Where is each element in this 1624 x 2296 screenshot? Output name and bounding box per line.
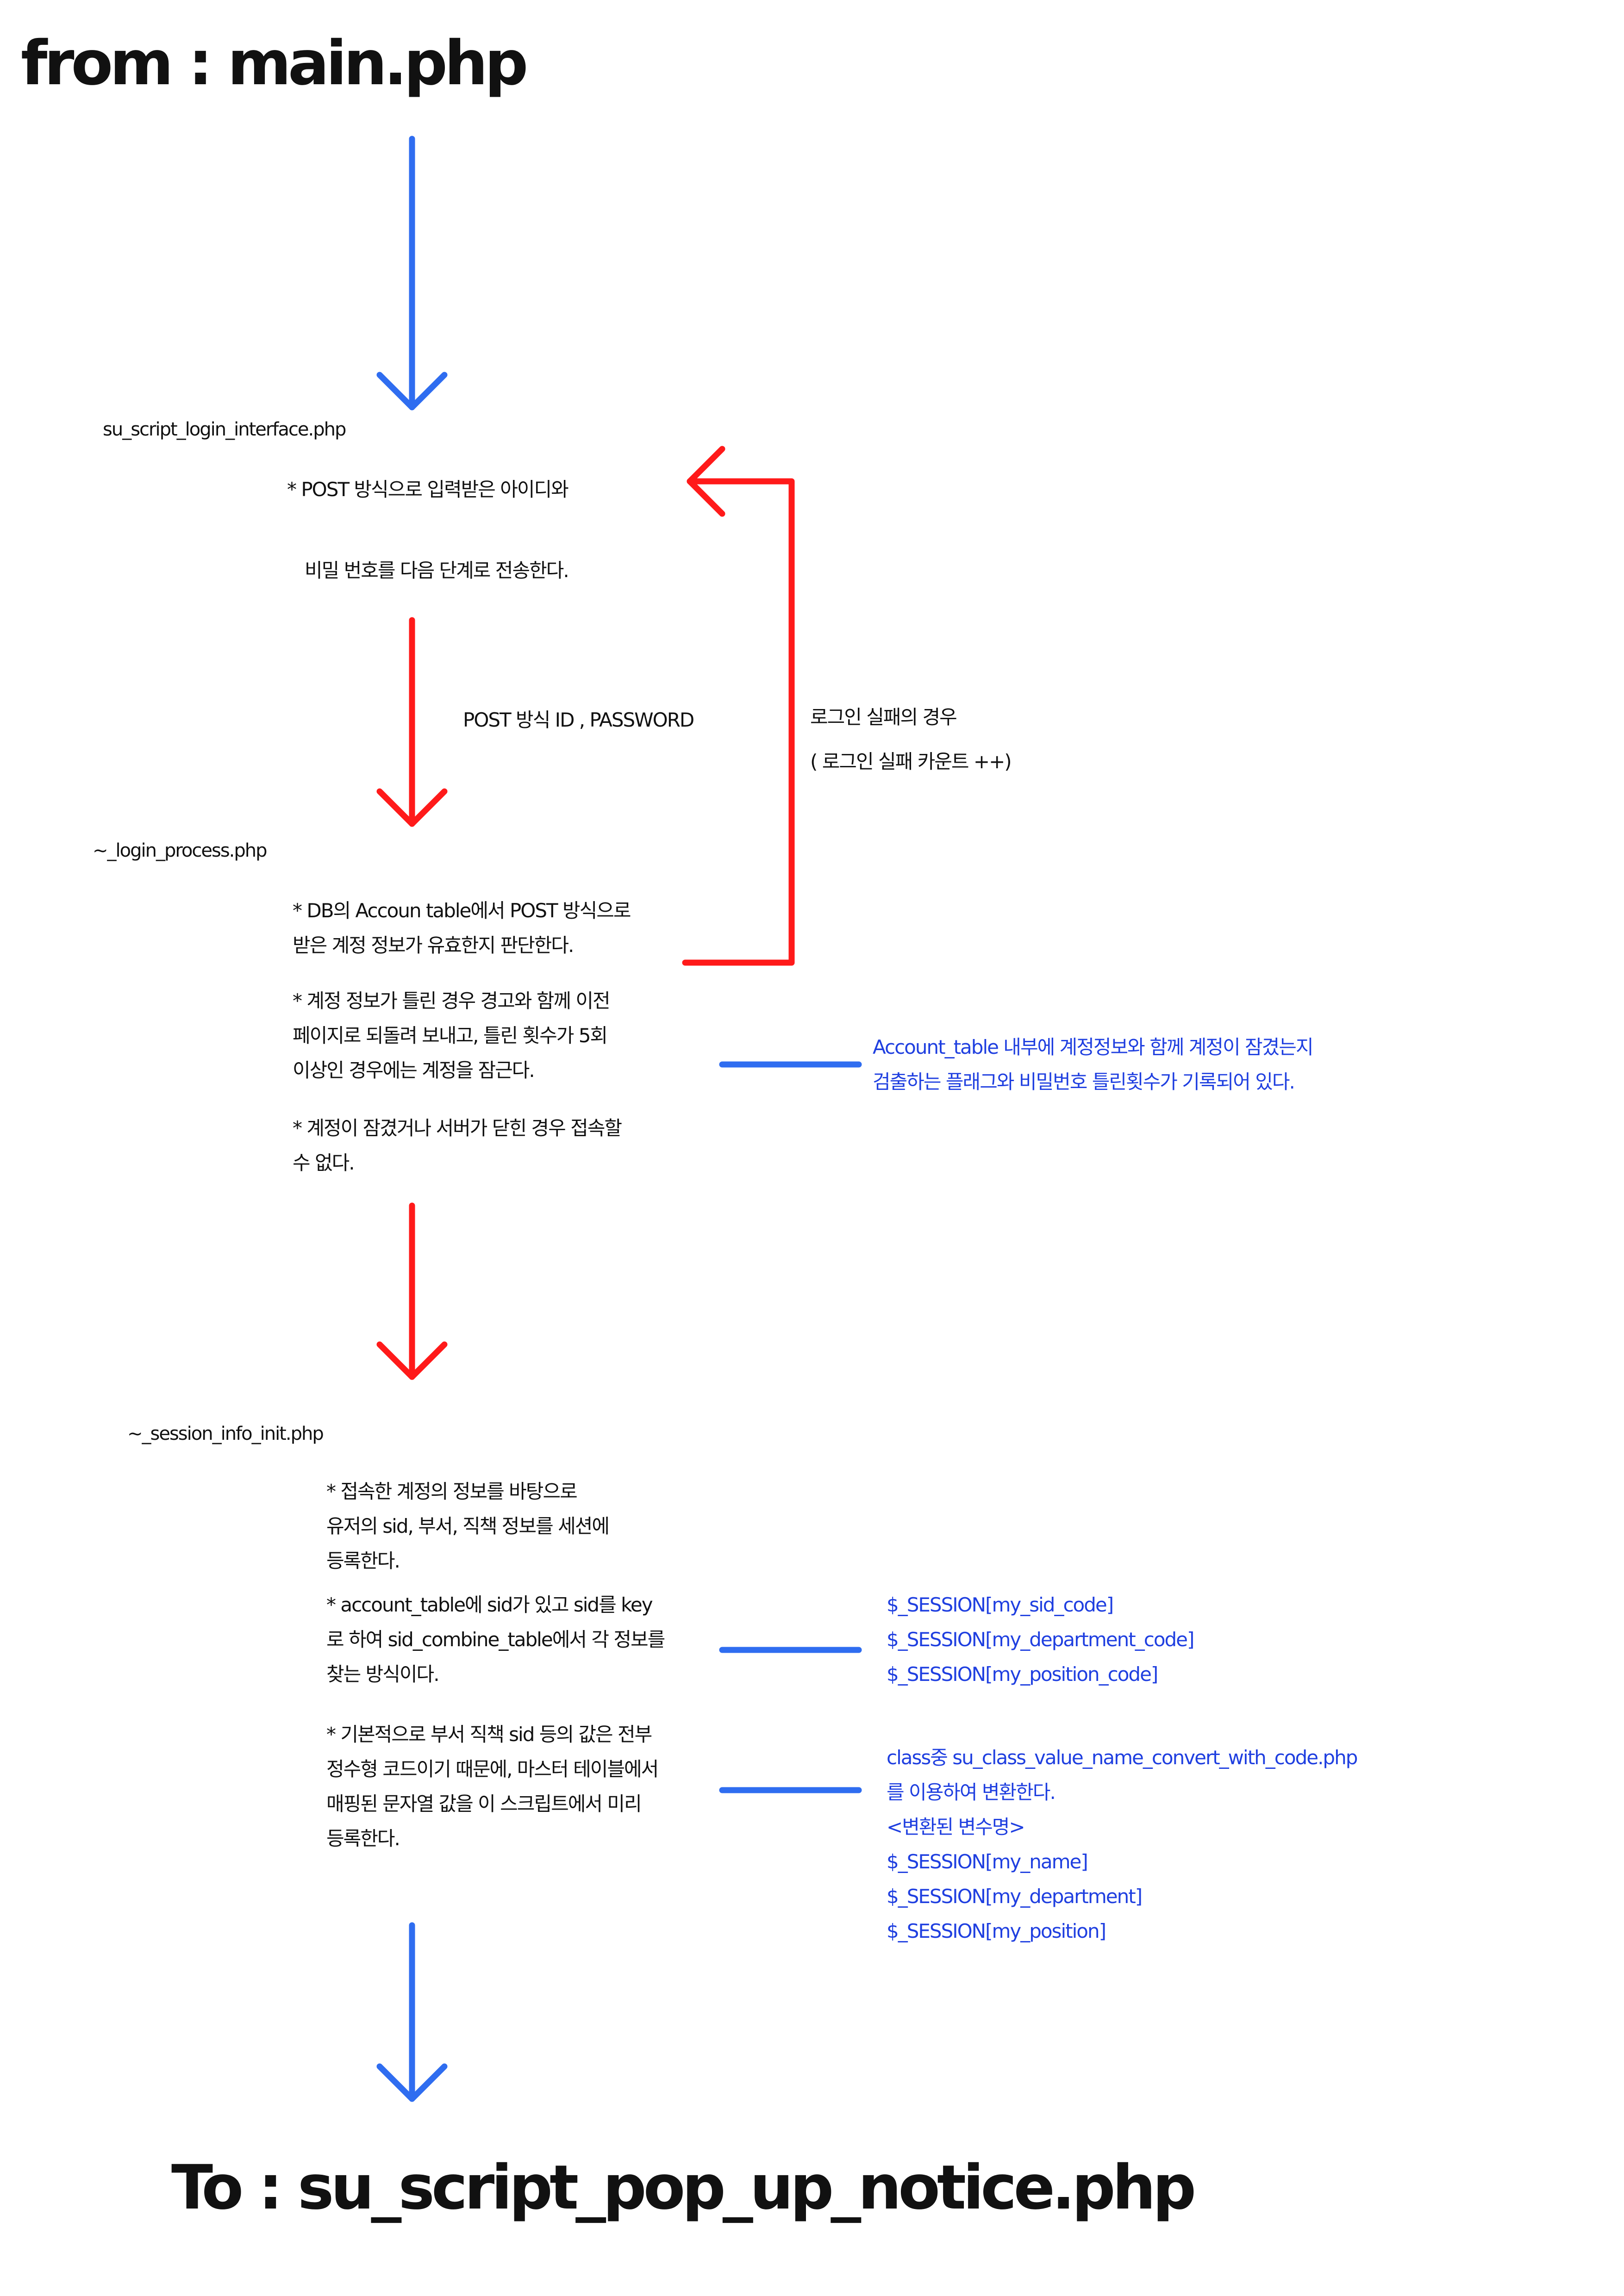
- side-note-line: $_SESSION[my_position_code]: [887, 1663, 1158, 1686]
- side-note-line: $_SESSION[my_position]: [887, 1920, 1106, 1942]
- note-line: 로 하여 sid_combine_table에서 각 정보를: [326, 1628, 665, 1651]
- post-transfer-label: POST 방식 ID , PASSWORD: [463, 709, 694, 731]
- failure-loop-arrow: [682, 478, 795, 966]
- note-line: 페이지로 되돌려 보내고, 틀린 횟수가 5회: [293, 1024, 608, 1047]
- side-note-line: $_SESSION[my_sid_code]: [887, 1593, 1114, 1616]
- note-line: 매핑된 문자열 값을 이 스크립트에서 미리: [326, 1792, 642, 1815]
- note-line: 찾는 방식이다.: [326, 1663, 440, 1686]
- note-line: 정수형 코드이기 때문에, 마스터 테이블에서: [326, 1758, 659, 1780]
- note-line: * account_table에 sid가 있고 sid를 key: [326, 1593, 653, 1616]
- note-line: 유저의 sid, 부서, 직책 정보를 세션에: [326, 1515, 610, 1537]
- session-note-register: * 접속한 계정의 정보를 바탕으로 유저의 sid, 부서, 직책 정보를 세…: [326, 1474, 610, 1578]
- note-line: * 계정 정보가 틀린 경우 경고와 함께 이전: [293, 989, 611, 1012]
- note-line: 등록한다.: [326, 1827, 400, 1850]
- failure-loop-arrow-head: [687, 446, 725, 517]
- note-line: * 접속한 계정의 정보를 바탕으로: [326, 1480, 578, 1503]
- login-process-note-lock: * 계정 정보가 틀린 경우 경고와 함께 이전 페이지로 되돌려 보내고, 틀…: [293, 983, 611, 1088]
- note-line: * 기본적으로 부서 직책 sid 등의 값은 전부: [326, 1723, 652, 1746]
- side-note-line: class중 su_class_value_name_convert_with_…: [887, 1746, 1358, 1769]
- arrow-to-session-init-head: [376, 1341, 448, 1380]
- login-process-note-closed: * 계정이 잠겼거나 서버가 닫힌 경우 접속할 수 없다.: [293, 1111, 622, 1180]
- login-process-note-validate: * DB의 Accoun table에서 POST 방식으로 받은 계정 정보가…: [293, 893, 631, 963]
- failure-label-line1: 로그인 실패의 경우: [810, 706, 957, 728]
- side-note-line: Account_table 내부에 계정정보와 함께 계정이 잠겼는지: [873, 1036, 1314, 1058]
- session-note-lookup: * account_table에 sid가 있고 sid를 key 로 하여 s…: [326, 1587, 665, 1692]
- note-line: 등록한다.: [326, 1549, 400, 1572]
- side-note-line: <변환된 변수명>: [887, 1816, 1025, 1838]
- account-table-side-note: Account_table 내부에 계정정보와 함께 계정이 잠겼는지 검출하는…: [873, 1030, 1314, 1099]
- from-title: from : main.php: [21, 28, 528, 99]
- arrow-from-main-head: [376, 372, 448, 411]
- note-line: 이상인 경우에는 계정을 잠근다.: [293, 1059, 535, 1082]
- note-line: 받은 계정 정보가 유효한지 판단한다.: [293, 934, 574, 957]
- side-note-line: 검출하는 플래그와 비밀번호 틀린횟수가 기록되어 있다.: [873, 1070, 1295, 1093]
- login-process-file: ~_login_process.php: [93, 840, 268, 861]
- arrow-to-login-process-head: [376, 788, 448, 827]
- side-note-line: 를 이용하여 변환한다.: [887, 1781, 1056, 1804]
- login-interface-desc-line1: * POST 방식으로 입력받은 아이디와: [287, 478, 569, 501]
- login-interface-desc-line2: 비밀 번호를 다음 단계로 전송한다.: [305, 559, 569, 582]
- failure-label-line2: ( 로그인 실패 카운트 ++): [810, 750, 1012, 773]
- note-line: * 계정이 잠겼거나 서버가 닫힌 경우 접속할: [293, 1117, 622, 1139]
- session-info-init-file: ~_session_info_init.php: [127, 1423, 324, 1444]
- note-line: 수 없다.: [293, 1151, 355, 1174]
- login-interface-file: su_script_login_interface.php: [103, 419, 346, 440]
- arrow-to-popup-notice-head: [376, 2063, 448, 2102]
- to-title: To : su_script_pop_up_notice.php: [171, 2152, 1196, 2223]
- session-codes-side-note: $_SESSION[my_sid_code] $_SESSION[my_depa…: [887, 1587, 1194, 1692]
- side-note-line: $_SESSION[my_name]: [887, 1850, 1088, 1873]
- session-note-mapping: * 기본적으로 부서 직책 sid 등의 값은 전부 정수형 코드이기 때문에,…: [326, 1717, 659, 1856]
- class-convert-side-note: class중 su_class_value_name_convert_with_…: [887, 1740, 1358, 1948]
- side-note-line: $_SESSION[my_department]: [887, 1885, 1143, 1908]
- note-line: * DB의 Accoun table에서 POST 방식으로: [293, 899, 631, 922]
- side-note-line: $_SESSION[my_department_code]: [887, 1628, 1194, 1651]
